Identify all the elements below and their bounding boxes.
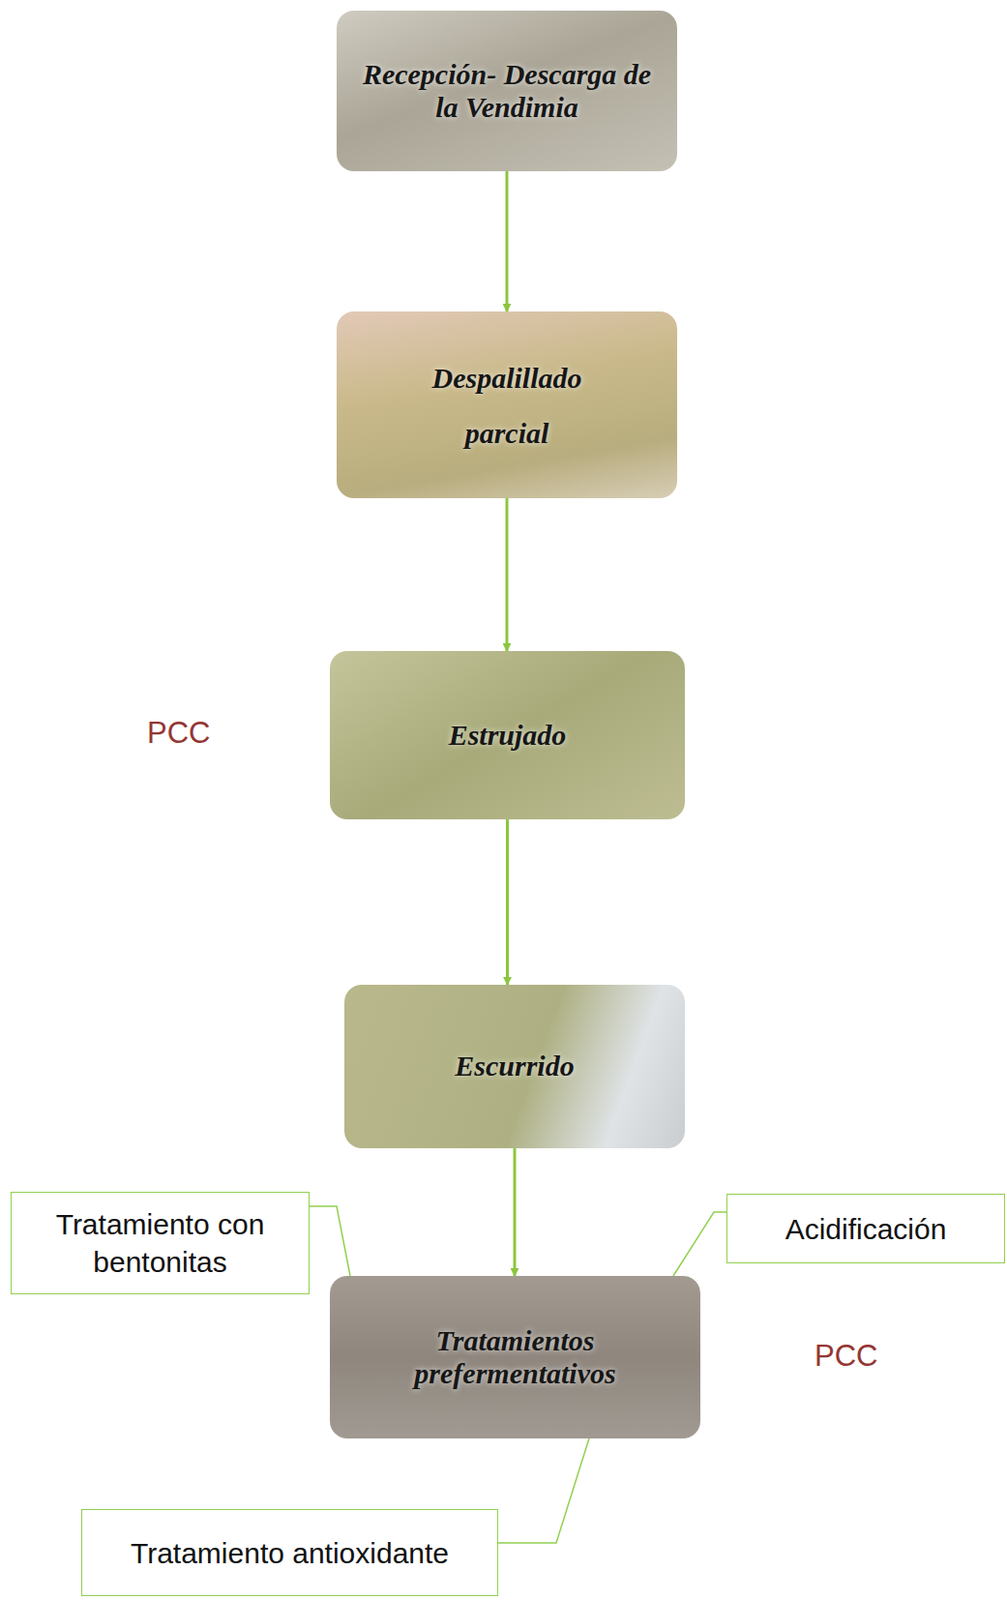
process-step-box: Estrujado <box>329 651 685 820</box>
process-step-box: Despalillado parcial <box>336 311 678 499</box>
flow-arrow <box>505 171 509 312</box>
callout-box: Tratamiento antioxidante <box>81 1509 499 1597</box>
step-label: Acidificación <box>785 1210 948 1248</box>
flow-arrow <box>505 498 509 652</box>
process-step-box: Escurrido <box>344 984 685 1149</box>
step-label: Estrujado <box>448 718 567 753</box>
step-label: Tratamientos prefermentativos <box>355 1324 676 1392</box>
control-point-label: PCC <box>814 1338 878 1374</box>
leader-line <box>673 1212 727 1276</box>
process-step-box: Tratamientos prefermentativos <box>329 1275 701 1439</box>
leader-line <box>498 1438 590 1543</box>
callout-box: Tratamiento con bentonitas <box>10 1191 310 1295</box>
callout-box: Acidificación <box>726 1193 1006 1264</box>
flow-arrow <box>513 1148 517 1276</box>
step-label: Tratamiento con bentonitas <box>20 1205 301 1281</box>
step-label: Escurrido <box>454 1049 574 1084</box>
control-point-label: PCC <box>147 715 210 751</box>
process-step-box: Recepción- Descarga de la Vendimia <box>336 10 678 172</box>
leader-line <box>309 1206 351 1276</box>
step-label: Despalillado parcial <box>395 350 619 461</box>
flow-arrow <box>505 819 509 985</box>
step-label: Tratamiento antioxidante <box>130 1534 449 1572</box>
step-label: Recepción- Descarga de la Vendimia <box>361 58 652 125</box>
